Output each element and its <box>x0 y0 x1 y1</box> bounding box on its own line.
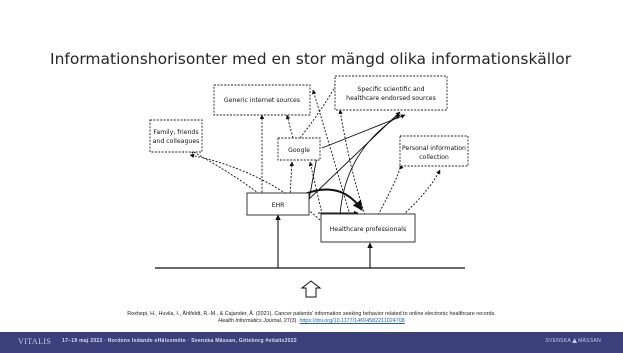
google-to-specific-arrow <box>299 81 339 139</box>
citation: Rexhepi, H., Huvila, I., Åhlfeldt, R.-M.… <box>0 311 623 325</box>
family-label-line2: and colleagues <box>153 138 200 145</box>
citation-line2: Health Informatics Journal, 27(3). https… <box>0 318 623 325</box>
partner-logo-left: SVENSKA <box>545 338 572 344</box>
family-box <box>149 119 203 153</box>
family-label-line1: Family, friends <box>153 129 198 136</box>
professionals-to-generic-arrow <box>312 89 351 216</box>
citation-doi-link[interactable]: https://doi.org/10.1177/1460458221102470… <box>299 318 405 324</box>
citation-line1: Rexhepi, H., Huvila, I., Åhlfeldt, R.-M.… <box>127 311 496 317</box>
healthcare-professionals-box <box>320 213 416 243</box>
professionals-to-specific-arrow-1 <box>338 109 366 216</box>
personal-collection-box <box>399 135 469 167</box>
footer-bar: VITALIS 17–19 maj 2022 · Nordens ledande… <box>0 332 623 353</box>
citation-volume: , 27(3). <box>280 318 300 324</box>
vitalis-logo: VITALIS <box>18 337 52 346</box>
citation-journal: Health Informatics Journal <box>218 318 281 324</box>
professionals-to-personal-arrow-2 <box>402 169 441 216</box>
professionals-to-family-arrow <box>189 153 321 221</box>
specific-sources-label-line1: Specific scientific and <box>357 86 424 93</box>
slide-title: Informationshorisonter med en stor mängd… <box>50 50 572 68</box>
personal-label-line2: collection <box>419 154 449 161</box>
generic-internet-label: Generic internet sources <box>224 97 300 104</box>
personal-label-line1: Personal information <box>402 145 466 152</box>
partner-logo-right: MÄSSAN <box>578 338 601 344</box>
healthcare-professionals-label: Healthcare professionals <box>330 226 406 233</box>
specific-sources-box <box>334 75 448 111</box>
up-arrow-outline-icon <box>300 280 322 298</box>
google-box <box>277 137 321 161</box>
google-to-generic-arrow <box>285 114 294 139</box>
google-label: Google <box>288 147 310 154</box>
partner-logo: SVENSKA MÄSSAN <box>545 338 601 344</box>
partner-logo-icon <box>572 338 578 344</box>
professionals-to-personal-arrow <box>377 164 404 216</box>
professionals-to-google-arrow <box>308 161 324 219</box>
footer-event-text: 17–19 maj 2022 · Nordens ledande eHälsom… <box>62 338 297 344</box>
ehr-to-family-arrow <box>189 149 263 197</box>
specific-sources-label-line2: healthcare endorsed sources <box>346 95 436 102</box>
ehr-label: EHR <box>272 202 286 209</box>
generic-internet-box <box>213 84 311 116</box>
ehr-to-google-arrow <box>289 161 295 197</box>
professionals-to-specific-solid-arrow <box>339 114 401 216</box>
ehr-box <box>246 192 310 216</box>
